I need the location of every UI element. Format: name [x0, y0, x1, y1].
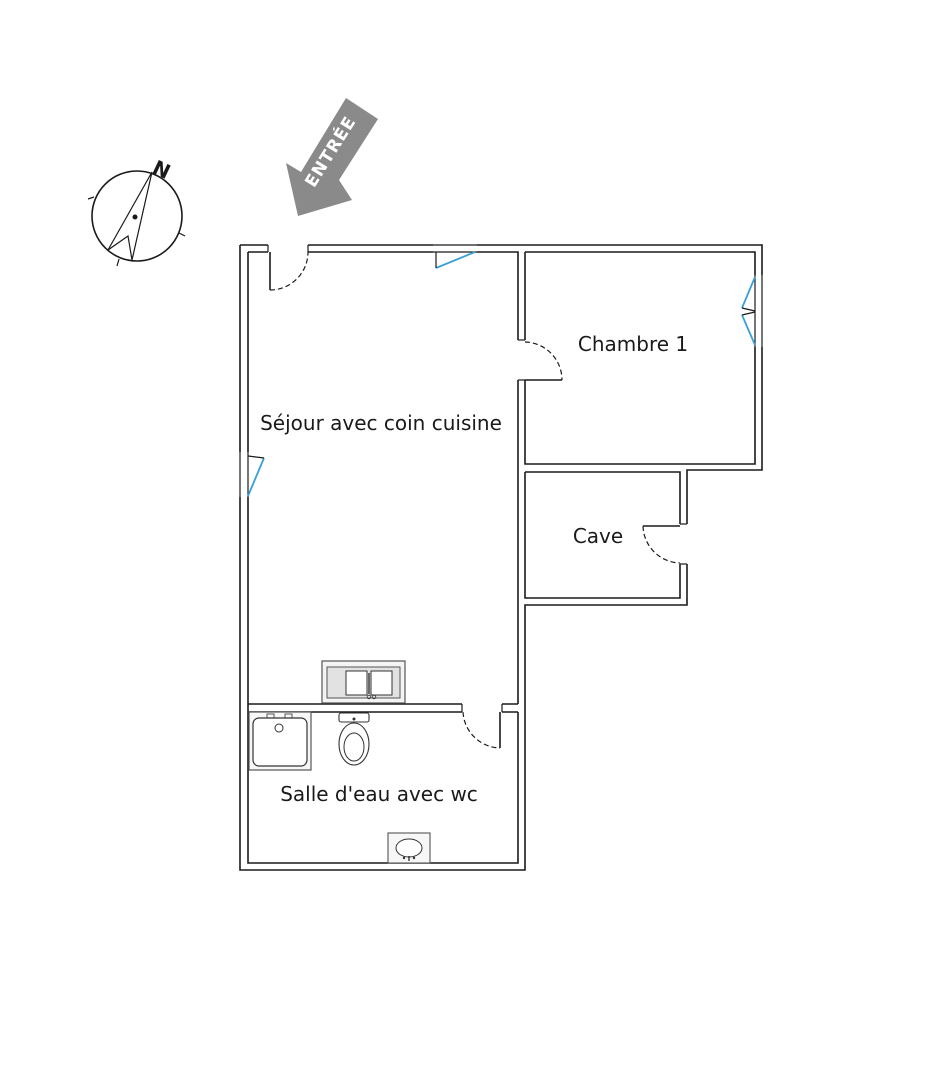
entry-door-swing	[269, 251, 309, 291]
kitchen-drain-b	[371, 694, 377, 700]
washbasin-bowl	[395, 838, 423, 858]
window-left-hinge	[247, 455, 265, 459]
shower-drain	[274, 723, 284, 733]
room-label-sejour: Séjour avec coin cuisine	[260, 411, 502, 435]
salle-door-gap	[462, 702, 502, 714]
window-right-leaf-bottom	[741, 314, 756, 346]
compass-needle	[107, 171, 153, 261]
kitchen-sink-bowl-right	[370, 670, 393, 696]
window-top-leaf	[435, 251, 476, 269]
toilet-button	[352, 717, 356, 721]
window-right-leaf-top	[741, 276, 756, 309]
room-label-salle-eau: Salle d'eau avec wc	[280, 782, 478, 806]
compass-tick-east	[178, 232, 186, 237]
toilet	[338, 712, 370, 766]
washbasin-tap-left	[402, 856, 406, 860]
salle-door-swing	[462, 711, 501, 749]
window-left-gap	[238, 452, 250, 497]
shower-tap-right	[284, 713, 293, 719]
compass-tick-south	[116, 258, 120, 267]
cave-walls	[524, 471, 681, 599]
inner-wall-left-bottom	[247, 252, 519, 864]
chambre-door-swing	[524, 341, 563, 381]
entry-door-gap	[268, 243, 308, 254]
cave-door-gap	[678, 524, 690, 564]
room-label-cave: Cave	[573, 524, 623, 548]
toilet-bowl-inner	[343, 732, 365, 762]
shower-tap-left	[266, 713, 275, 719]
compass: N	[87, 155, 186, 267]
kitchen-drain-a	[366, 694, 372, 700]
entry-arrow-shape	[286, 98, 378, 216]
washbasin	[387, 832, 431, 864]
shower-tray	[248, 711, 312, 771]
chambre-walls	[524, 251, 756, 465]
windows	[238, 243, 765, 497]
doors	[267, 243, 690, 749]
shower-tray-inner	[252, 717, 308, 767]
window-left-leaf	[247, 457, 265, 497]
window-top-gap	[433, 243, 477, 254]
compass-north-letter: N	[149, 155, 174, 184]
sejour-inner-right	[248, 251, 519, 704]
entry-arrow: ENTRÉE	[286, 98, 378, 216]
room-label-chambre: Chambre 1	[578, 332, 688, 356]
compass-tick-west	[87, 196, 95, 200]
window-right-mullion-b	[741, 311, 756, 316]
kitchen-sink-bowl-left	[345, 670, 368, 696]
compass-center	[132, 214, 138, 220]
washbasin-tap-right	[412, 856, 416, 860]
chambre-door-gap	[516, 340, 528, 380]
cave-door-swing	[642, 525, 681, 564]
compass-circle	[91, 170, 183, 262]
window-right-mullion-a	[741, 307, 756, 312]
kitchen-sink	[321, 660, 406, 704]
